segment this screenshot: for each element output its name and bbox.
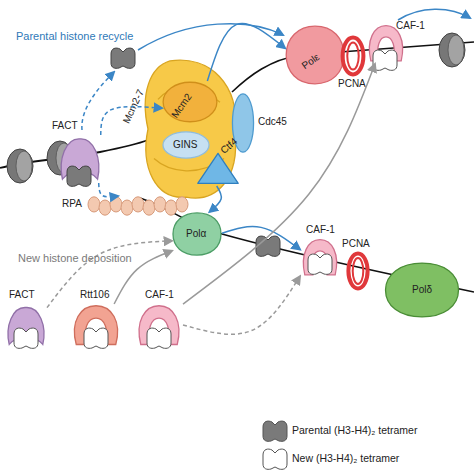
protein-shape: FACT — [5, 304, 47, 348]
nucleosome — [439, 33, 465, 67]
legend-row: Parental (H3-H4)₂ tetramer — [262, 420, 472, 442]
transfer-arrow — [207, 23, 285, 81]
protein-label: CAF-1 — [145, 289, 174, 301]
recycle-arrow — [138, 24, 283, 50]
section-heading: New histone deposition — [18, 252, 132, 265]
transfer-arrow — [183, 64, 375, 304]
protein-label: Cdc45 — [258, 116, 287, 128]
transfer-arrow — [210, 186, 222, 212]
new-tetramer — [84, 328, 108, 348]
rpa-bead — [99, 200, 111, 215]
new-tetramer — [308, 254, 332, 274]
shape-outline — [303, 240, 336, 275]
protein-label: Rtt106 — [80, 289, 109, 301]
rpa-bead — [121, 200, 133, 215]
shape-outline — [348, 254, 367, 289]
shape-outline — [286, 26, 344, 84]
protein-shape: RPA — [88, 196, 188, 216]
section-heading: Parental histone recycle — [16, 30, 133, 43]
shape-graphic — [300, 238, 340, 278]
transfer-arrow — [47, 241, 172, 308]
rpa-bead — [88, 197, 100, 212]
shape-outline — [61, 139, 99, 179]
legend-swatch-graphic — [262, 448, 288, 470]
nucleosome — [7, 149, 33, 183]
protein-shape: Ctf4 — [196, 152, 240, 186]
shape-graphic — [135, 304, 183, 348]
legend-text: Parental (H3-H4)₂ tetramer — [292, 424, 417, 436]
rpa-bead — [110, 197, 122, 212]
protein-shape: CAF-1 — [366, 24, 406, 64]
protein-label: CAF-1 — [396, 20, 425, 32]
shape-outline — [353, 258, 364, 284]
legend-text: New (H3-H4)₂ tetramer — [292, 452, 399, 464]
protein-shape: CAF-1 — [135, 304, 183, 348]
protein-shape: Polα — [172, 212, 222, 256]
shape-outline — [8, 307, 44, 344]
protein-shape: GINS — [162, 131, 210, 159]
new-tetramer — [14, 328, 38, 348]
new-tetramer — [373, 50, 397, 70]
recycle-arrow — [398, 9, 470, 20]
shape-graphic — [5, 304, 47, 348]
shape-graphic — [88, 196, 188, 216]
protein-label: CAF-1 — [306, 224, 335, 236]
protein-shape: Rtt106 — [70, 304, 122, 348]
protein-label: PCNA — [342, 238, 370, 250]
protein-shape: PCNA — [340, 36, 366, 76]
transfer-arrow — [99, 183, 118, 197]
rpa-bead — [165, 200, 177, 215]
protein-shape: PCNA — [346, 252, 370, 290]
shape-outline — [343, 38, 364, 75]
protein-label: Mcm2-7 — [121, 88, 147, 126]
protein-label: PCNA — [338, 78, 366, 90]
shape-graphic — [58, 135, 102, 183]
legend-swatch-graphic — [262, 420, 288, 442]
shape-graphic — [346, 252, 370, 290]
protein-label: FACT — [9, 289, 35, 301]
shape-outline — [173, 213, 221, 255]
protein-label: Polα — [186, 228, 206, 240]
parental-tetramer — [111, 48, 135, 68]
recycle-arrow — [82, 72, 114, 130]
transfer-arrow — [101, 107, 162, 135]
shape-graphic — [196, 152, 240, 186]
legend-swatch — [263, 449, 287, 469]
new-tetramer — [147, 328, 171, 348]
shape-graphic — [340, 36, 366, 76]
shape-outline — [163, 132, 209, 158]
rpa-bead — [143, 200, 155, 215]
parental-tetramer — [256, 236, 280, 256]
protein-shape: FACT — [58, 135, 102, 183]
shape-graphic — [70, 304, 122, 348]
protein-label: RPA — [62, 198, 82, 210]
leading-strand — [232, 42, 474, 92]
shape-outline — [386, 263, 459, 317]
protein-label: GINS — [173, 139, 197, 151]
shape-outline — [163, 82, 217, 121]
protein-shape: Mcm2 — [162, 81, 218, 123]
legend-row: New (H3-H4)₂ tetramer — [262, 448, 472, 470]
transfer-arrow — [222, 227, 300, 250]
shape-outline — [347, 42, 358, 69]
transfer-arrow — [183, 276, 300, 334]
protein-shape: Polδ — [384, 262, 460, 318]
rpa-bead — [132, 197, 144, 212]
protein-shape: Polε — [285, 25, 345, 85]
rpa-bead — [176, 197, 188, 212]
shape-outline — [139, 306, 179, 345]
parental-tetramer — [67, 166, 91, 186]
protein-label: FACT — [52, 120, 78, 132]
protein-shape: CAF-1 — [300, 238, 340, 278]
protein-label: Polδ — [412, 284, 432, 296]
legend-swatch — [263, 421, 287, 441]
rpa-bead — [154, 197, 166, 212]
shape-outline — [198, 153, 238, 183]
shape-outline — [74, 306, 117, 345]
